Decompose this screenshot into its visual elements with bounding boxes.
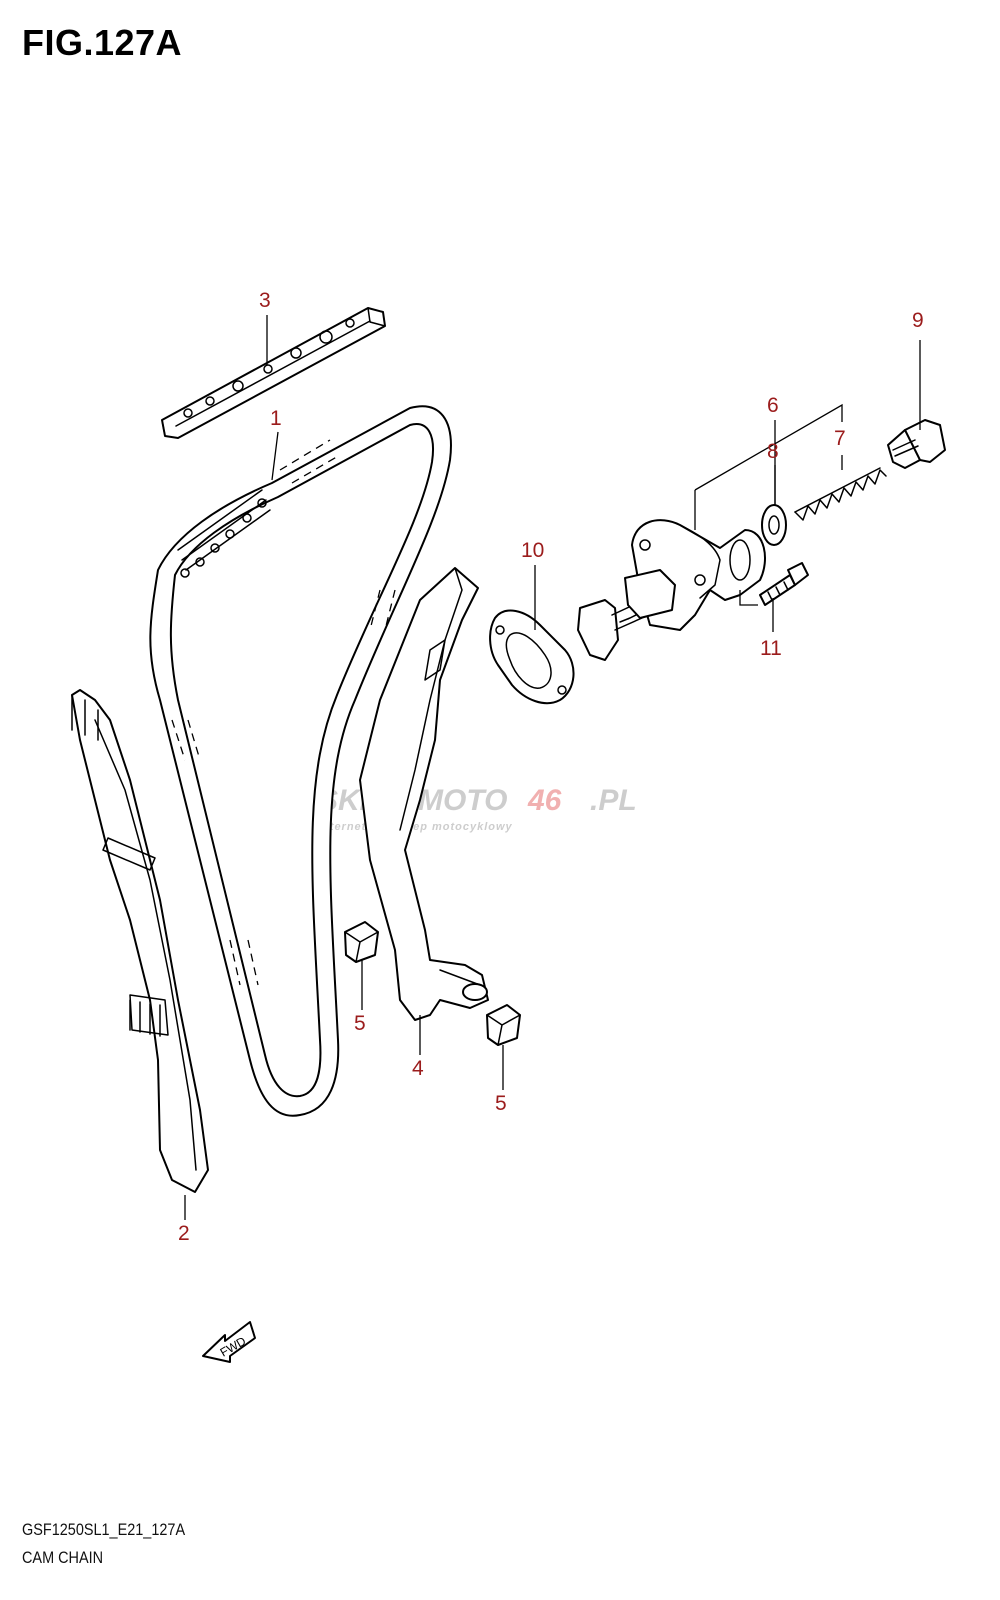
callout-5b: 5 [495, 1092, 507, 1115]
part-10-gasket [489, 609, 575, 705]
model-code: GSF1250SL1_E21_127A [22, 1520, 186, 1539]
part-7-spring [794, 467, 887, 521]
part-5b-block [486, 1004, 521, 1046]
section-name: CAM CHAIN [22, 1548, 104, 1567]
watermark-brand-c: .PL [590, 784, 637, 817]
part-8-washer [761, 504, 787, 546]
part-6-tensioner-body [577, 519, 766, 661]
callout-2: 2 [178, 1222, 190, 1245]
callout-7: 7 [834, 427, 846, 450]
callout-8: 8 [767, 440, 779, 463]
callout-1: 1 [270, 407, 282, 430]
part-3-chain-guide-top [161, 307, 386, 439]
part-1-cam-chain [149, 405, 452, 1117]
callout-10: 10 [521, 539, 544, 562]
callouts: 3 1 2 4 5 5 10 6 7 8 9 11 [178, 289, 924, 1245]
watermark-tagline: internetowy sklep motocyklowy [318, 821, 513, 833]
figure-title: FIG.127A [22, 22, 183, 63]
callout-4: 4 [412, 1057, 424, 1080]
part-2-chain-guide-left [71, 689, 209, 1193]
part-11-bolt [759, 562, 809, 606]
callout-5a: 5 [354, 1012, 366, 1035]
fwd-arrow-icon: FWD [202, 1321, 256, 1363]
callout-11: 11 [760, 637, 782, 660]
part-9-plug-bolt [887, 419, 946, 469]
callout-3: 3 [259, 289, 271, 312]
callout-6: 6 [767, 394, 779, 417]
leader-lines [184, 315, 921, 1220]
watermark-brand-b: 46 [527, 784, 562, 817]
part-4-tensioner-arm [359, 567, 489, 1021]
part-5a-block [344, 921, 379, 963]
callout-9: 9 [912, 309, 924, 332]
